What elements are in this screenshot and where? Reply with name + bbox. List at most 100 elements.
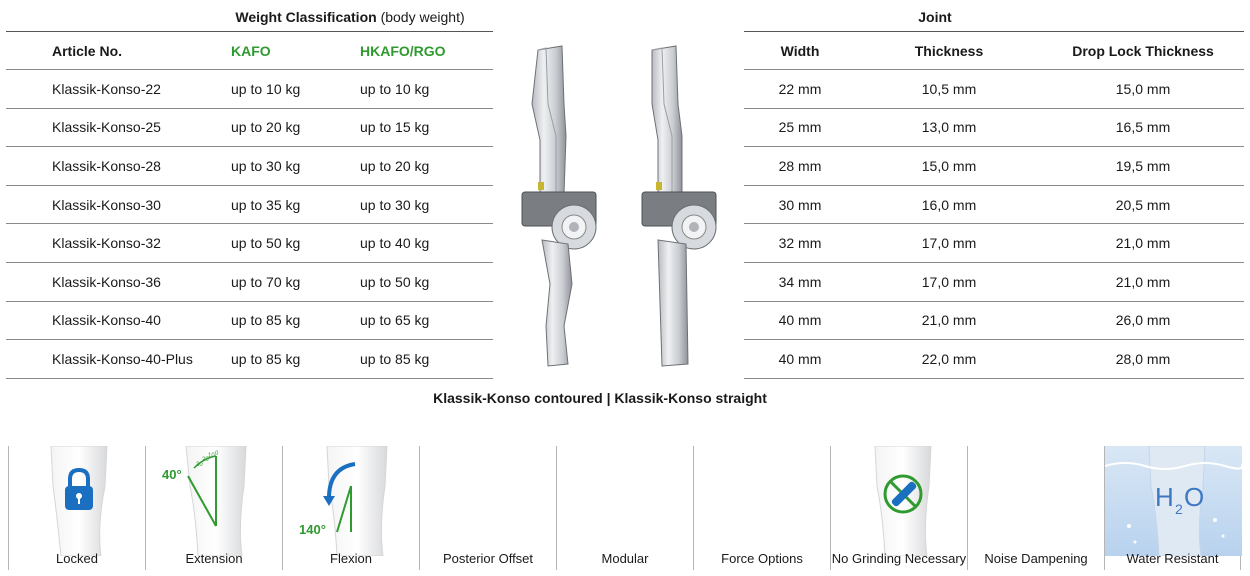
article-number-cell: Klassik-Konso-25	[6, 107, 231, 147]
article-number-cell: Klassik-Konso-28	[6, 146, 231, 186]
feature-no-grinding: No Grinding Necessary	[830, 446, 967, 570]
width-cell: 32 mm	[744, 223, 856, 263]
hkafo-weight-cell: up to 10 kg	[360, 69, 493, 109]
feature-modular: Modular	[556, 446, 693, 570]
hkafo-weight-cell: up to 20 kg	[360, 146, 493, 186]
feature-water-resistant: H 2 O Water Resistant	[1104, 446, 1242, 570]
article-number-cell: Klassik-Konso-22	[6, 69, 231, 109]
product-caption: Klassik-Konso contoured | Klassik-Konso …	[433, 390, 767, 406]
kafo-weight-cell: up to 85 kg	[231, 339, 360, 379]
kafo-weight-cell: up to 20 kg	[231, 107, 360, 147]
drop-lock-thickness-cell: 16,5 mm	[1042, 107, 1244, 147]
weight-classification-header: Weight Classification (body weight)	[235, 9, 465, 25]
width-cell: 34 mm	[744, 261, 856, 302]
extension-angle-icon: 40° 30 20 10 0	[162, 446, 247, 556]
article-number-cell: Klassik-Konso-40-Plus	[6, 339, 231, 379]
tick-label: 10	[208, 453, 215, 459]
width-cell: 30 mm	[744, 184, 856, 224]
flexion-angle-icon: 140°	[299, 446, 388, 556]
article-number-cell: Klassik-Konso-40	[6, 300, 231, 340]
feature-posterior-offset: Posterior Offset	[419, 446, 556, 570]
kafo-weight-cell: up to 70 kg	[231, 261, 360, 302]
column-header-drop-lock-thickness: Drop Lock Thickness	[1042, 31, 1244, 70]
hkafo-weight-cell: up to 40 kg	[360, 223, 493, 263]
hkafo-weight-cell: up to 30 kg	[360, 184, 493, 224]
hkafo-weight-cell: up to 15 kg	[360, 107, 493, 147]
drop-lock-thickness-cell: 19,5 mm	[1042, 146, 1244, 186]
water-symbol-o: O	[1184, 482, 1204, 512]
column-header-kafo: KAFO	[231, 31, 360, 70]
drop-lock-thickness-cell: 21,0 mm	[1042, 223, 1244, 263]
kafo-weight-cell: up to 35 kg	[231, 184, 360, 224]
thickness-cell: 17,0 mm	[856, 261, 1042, 302]
water-symbol-h: H	[1155, 482, 1174, 512]
feature-noise-dampening: Noise Dampening	[967, 446, 1104, 570]
column-header-article: Article No.	[6, 31, 231, 70]
kafo-weight-cell: up to 85 kg	[231, 300, 360, 340]
tick-label: 20	[202, 457, 209, 463]
article-number-cell: Klassik-Konso-32	[6, 223, 231, 263]
drop-lock-thickness-cell: 28,0 mm	[1042, 339, 1244, 379]
kafo-weight-cell: up to 30 kg	[231, 146, 360, 186]
article-number-cell: Klassik-Konso-30	[6, 184, 231, 224]
drop-lock-thickness-cell: 15,0 mm	[1042, 69, 1244, 109]
feature-force-options: Force Options	[693, 446, 830, 570]
padlock-icon	[50, 446, 108, 556]
no-grinding-icon	[874, 446, 932, 556]
column-header-hkafo: HKAFO/RGO	[360, 31, 493, 70]
width-cell: 40 mm	[744, 300, 856, 340]
feature-label: Noise Dampening	[984, 551, 1088, 566]
column-header-thickness: Thickness	[856, 31, 1042, 70]
hkafo-weight-cell: up to 50 kg	[360, 261, 493, 302]
feature-locked: Locked	[8, 446, 145, 570]
tick-label: 30	[196, 462, 203, 468]
thickness-cell: 17,0 mm	[856, 223, 1042, 263]
weight-classification-table: Article No. KAFO HKAFO/RGO Klassik-Konso…	[6, 31, 493, 379]
feature-label: No Grinding Necessary	[831, 551, 967, 566]
article-number-cell: Klassik-Konso-36	[6, 261, 231, 302]
feature-label: Posterior Offset	[442, 551, 534, 566]
drop-lock-thickness-cell: 20,5 mm	[1042, 184, 1244, 224]
klassik-konso-straight-image	[641, 45, 717, 367]
tick-label: 0	[215, 451, 219, 457]
feature-label: Extension	[185, 551, 243, 566]
feature-label: Modular	[601, 551, 649, 566]
thickness-cell: 22,0 mm	[856, 339, 1042, 379]
flexion-angle-label: 140°	[299, 522, 326, 537]
feature-label: Flexion	[330, 551, 372, 566]
water-symbol-subscript: 2	[1175, 501, 1183, 517]
hkafo-weight-cell: up to 65 kg	[360, 300, 493, 340]
table-header-row: Article No. KAFO HKAFO/RGO	[6, 31, 493, 70]
table-header-row: Width Thickness Drop Lock Thickness	[744, 31, 1244, 70]
feature-label: Force Options	[721, 551, 803, 566]
klassik-konso-contoured-image	[521, 45, 597, 367]
thickness-cell: 15,0 mm	[856, 146, 1042, 186]
thickness-cell: 21,0 mm	[856, 300, 1042, 340]
kafo-weight-cell: up to 10 kg	[231, 69, 360, 109]
thickness-cell: 13,0 mm	[856, 107, 1042, 147]
drop-lock-thickness-cell: 21,0 mm	[1042, 261, 1244, 302]
water-icon: H 2 O	[1105, 446, 1242, 556]
hkafo-weight-cell: up to 85 kg	[360, 339, 493, 379]
width-cell: 40 mm	[744, 339, 856, 379]
thickness-cell: 16,0 mm	[856, 184, 1042, 224]
kafo-weight-cell: up to 50 kg	[231, 223, 360, 263]
feature-label: Locked	[56, 551, 98, 566]
width-cell: 22 mm	[744, 69, 856, 109]
thickness-cell: 10,5 mm	[856, 69, 1042, 109]
feature-extension: 40° 30 20 10 0 Extension	[145, 446, 282, 570]
joint-header: Joint	[918, 9, 952, 25]
